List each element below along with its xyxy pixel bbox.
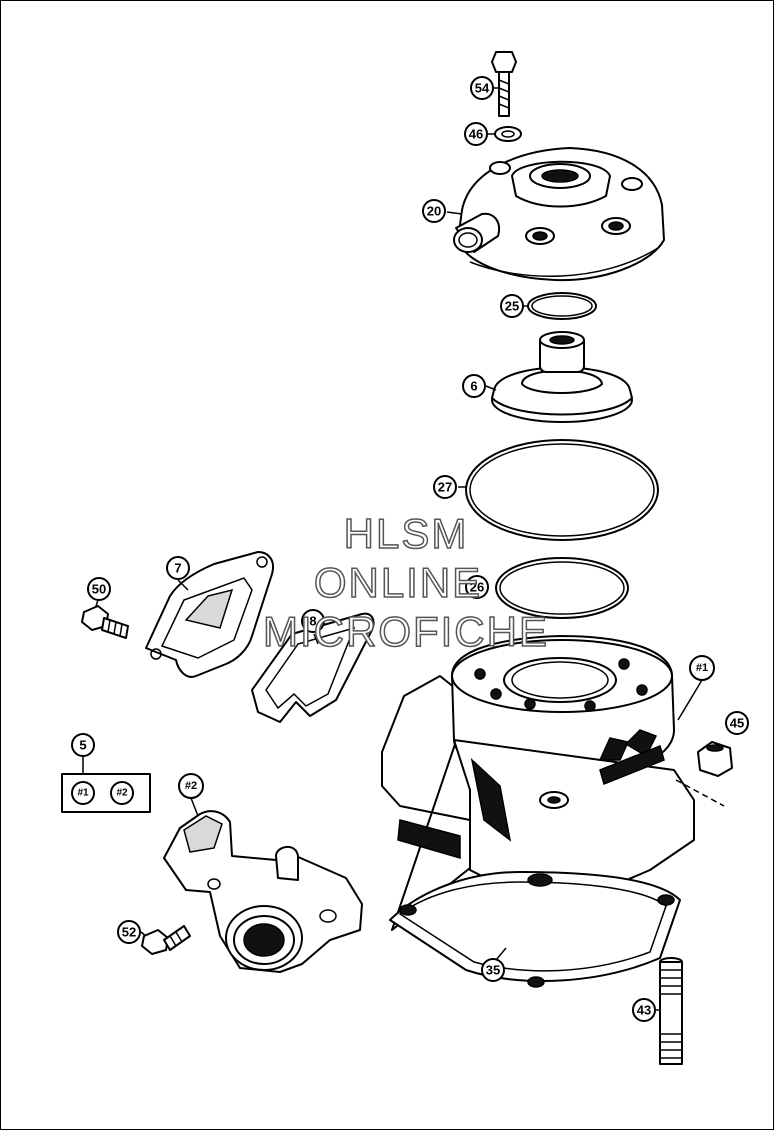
leader-lines <box>95 87 703 1011</box>
callout-35[interactable]: 35 <box>481 958 505 982</box>
callout-5-label: 5 <box>79 738 86 753</box>
part-20-cylinder-head[interactable] <box>453 147 665 282</box>
kit-callout-2-label: #2 <box>116 788 128 799</box>
callout-26-label: 26 <box>470 580 484 595</box>
callout-26[interactable]: 26 <box>465 575 489 599</box>
callout-6[interactable]: 6 <box>462 374 486 398</box>
part-2-exhaust-flange[interactable] <box>163 810 363 973</box>
part-26-o-ring[interactable] <box>495 557 629 619</box>
watermark-line-2: ONLINE <box>314 559 482 606</box>
callout-5[interactable]: 5 <box>71 733 95 757</box>
callout-50[interactable]: 50 <box>87 577 111 601</box>
callout-46[interactable]: 46 <box>464 122 488 146</box>
callout-27-label: 27 <box>438 480 452 495</box>
part-6-head-insert[interactable] <box>491 331 633 423</box>
part-7-exhaust-cover[interactable] <box>145 551 274 678</box>
callout-52-label: 52 <box>122 925 136 940</box>
watermark-line-3: MICROFICHE <box>263 608 549 655</box>
part-25-o-ring[interactable] <box>527 292 597 320</box>
callout-20-label: 20 <box>427 204 441 219</box>
callout-1-label: #1 <box>696 662 708 674</box>
part-43-stud[interactable] <box>659 957 683 1065</box>
callout-2-label: #2 <box>185 780 197 792</box>
callout-8[interactable]: 8 <box>301 609 325 633</box>
callouts: 54 46 20 25 6 27 26 7 8 50 #1 45 5 #1 #2… <box>71 76 749 1022</box>
kit-callout-1[interactable]: #1 <box>71 781 95 805</box>
part-1-cylinder[interactable] <box>381 635 695 988</box>
callout-20[interactable]: 20 <box>422 199 446 223</box>
callout-1[interactable]: #1 <box>689 655 715 681</box>
callout-45[interactable]: 45 <box>725 711 749 735</box>
kit-callout-2[interactable]: #2 <box>110 781 134 805</box>
watermark-line-1: HLSM <box>344 510 469 557</box>
callout-27[interactable]: 27 <box>433 475 457 499</box>
kit-callout-1-label: #1 <box>77 788 89 799</box>
watermark: HLSM ONLINE MICROFICHE <box>262 509 549 656</box>
callout-8-label: 8 <box>309 614 316 629</box>
callout-50-label: 50 <box>92 582 106 597</box>
callout-45-label: 45 <box>730 716 744 731</box>
callout-7[interactable]: 7 <box>166 556 190 580</box>
part-45-nut[interactable] <box>675 741 733 807</box>
callout-43[interactable]: 43 <box>632 998 656 1022</box>
part-46-washer[interactable] <box>494 126 522 142</box>
callout-35-label: 35 <box>486 963 500 978</box>
callout-25-label: 25 <box>505 299 519 314</box>
part-50-bolt[interactable] <box>81 605 129 639</box>
part-52-bolt[interactable] <box>141 925 191 955</box>
callout-7-label: 7 <box>174 561 181 576</box>
part-54-bolt[interactable] <box>491 51 517 117</box>
callout-52[interactable]: 52 <box>117 920 141 944</box>
callout-43-label: 43 <box>637 1003 651 1018</box>
callout-25[interactable]: 25 <box>500 294 524 318</box>
part-27-large-o-ring[interactable] <box>465 439 659 541</box>
callout-6-label: 6 <box>470 379 477 394</box>
callout-54-label: 54 <box>475 81 490 96</box>
callout-2[interactable]: #2 <box>178 773 204 799</box>
part-8-gasket[interactable] <box>251 612 375 723</box>
callout-54[interactable]: 54 <box>470 76 494 100</box>
callout-46-label: 46 <box>469 127 483 142</box>
